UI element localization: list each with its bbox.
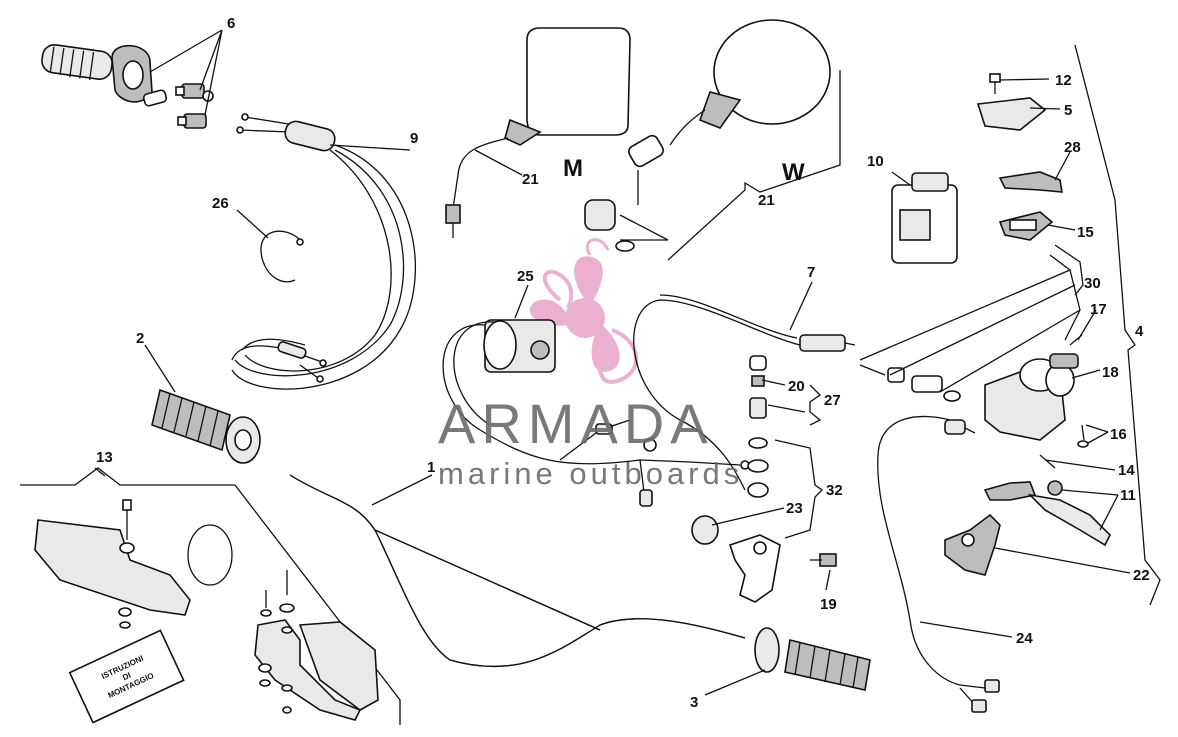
label-12: 12 <box>1055 72 1072 89</box>
label-3: 3 <box>690 694 698 711</box>
right-grip <box>754 627 871 691</box>
label-4: 4 <box>1135 323 1144 340</box>
left-grip <box>151 388 261 464</box>
label-6: 6 <box>227 15 235 32</box>
label-21-w: 21 <box>758 192 775 209</box>
mirror-w <box>584 19 831 252</box>
label-30: 30 <box>1084 275 1101 292</box>
label-17: 17 <box>1090 301 1107 318</box>
label-32: 32 <box>826 482 843 499</box>
label-1: 1 <box>427 459 435 476</box>
label-25: 25 <box>517 268 534 285</box>
label-15: 15 <box>1077 224 1094 241</box>
handlebar <box>289 474 746 668</box>
label-19: 19 <box>820 596 837 613</box>
label-9: 9 <box>410 130 418 147</box>
assembly-instructions-booklet: ISTRUZIONI DI MONTAGGIO <box>68 629 185 724</box>
armada-watermark: ARMADA marine outboards <box>438 392 743 491</box>
watermark-brand: ARMADA <box>438 392 714 455</box>
throttle-cables <box>231 113 416 390</box>
mirror-bracket-lines <box>619 70 841 261</box>
hand-guard-kit <box>20 467 401 725</box>
label-27: 27 <box>824 392 841 409</box>
version-w-label: W <box>782 159 805 186</box>
label-5: 5 <box>1064 102 1072 119</box>
part-labels: 6 9 26 2 1 13 3 21 21 M W 25 7 10 12 5 2… <box>96 15 1150 711</box>
label-11: 11 <box>1120 487 1136 504</box>
clutch-cable <box>633 254 1081 491</box>
label-22: 22 <box>1133 567 1150 584</box>
cable-clip <box>260 230 301 283</box>
clutch-master-cylinder <box>944 334 1111 576</box>
version-m-label: M <box>563 155 583 182</box>
label-13: 13 <box>96 449 113 466</box>
leader-lines <box>94 29 1161 696</box>
label-2: 2 <box>136 330 144 347</box>
label-20: 20 <box>788 378 805 395</box>
label-26: 26 <box>212 195 229 212</box>
watermark-tagline: marine outboards <box>438 456 743 491</box>
mirror-m <box>445 27 631 238</box>
label-28: 28 <box>1064 139 1081 156</box>
label-14: 14 <box>1118 462 1135 479</box>
handlebar-switch <box>442 319 750 507</box>
clutch-switch-wire <box>877 415 1000 713</box>
brake-fluid-bottle <box>891 172 958 264</box>
label-24: 24 <box>1016 630 1033 647</box>
small-hardware-group <box>691 355 837 603</box>
label-16: 16 <box>1110 426 1127 443</box>
label-21-m: 21 <box>522 171 539 188</box>
label-10: 10 <box>867 153 884 170</box>
label-23: 23 <box>786 500 803 517</box>
armada-logo <box>529 238 639 384</box>
label-7: 7 <box>807 264 815 281</box>
booklet-line-2: DI <box>121 671 132 683</box>
master-cylinder-cap-parts <box>976 73 1063 241</box>
label-18: 18 <box>1102 364 1119 381</box>
throttle-grip-assembly <box>41 44 214 129</box>
